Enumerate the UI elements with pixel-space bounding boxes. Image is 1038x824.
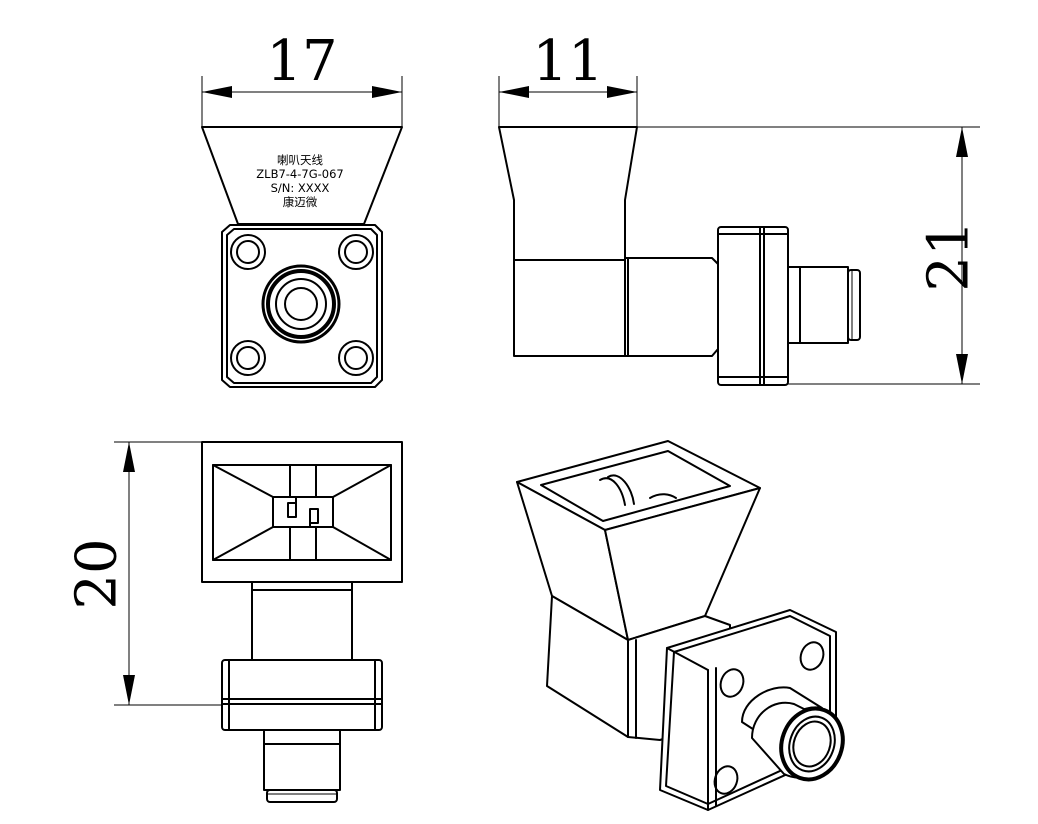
horn-side [498, 126, 638, 261]
label-line-3: S/N: XXXX [271, 181, 330, 195]
label-line-1: 喇叭天线 [277, 153, 323, 167]
connector-iso [741, 686, 845, 782]
dimension-height-top: 20 [65, 441, 222, 706]
dimension-20-text: 20 [65, 538, 130, 609]
neck-top [251, 581, 353, 661]
product-label: 喇叭天线 ZLB7-4-7G-067 S/N: XXXX 康迈微 [256, 153, 343, 209]
top-view: 20 [65, 441, 403, 803]
connector-front [261, 264, 341, 344]
neck-side [624, 257, 719, 357]
connector-body-side [787, 266, 849, 344]
flange-plate [221, 224, 383, 388]
horn-inner-opening [540, 450, 731, 522]
waveguide-block-side [513, 259, 626, 357]
label-line-2: ZLB7-4-7G-067 [256, 167, 343, 181]
front-view: 17 喇叭天线 ZLB7-4-7G-067 S/N: XXXX 康迈微 [201, 29, 403, 388]
connector-top [263, 729, 341, 791]
flange-side [717, 226, 789, 386]
side-view: 11 21 [498, 29, 982, 386]
dimension-11-text: 11 [532, 29, 603, 94]
isometric-view [516, 440, 845, 811]
label-line-4: 康迈微 [283, 195, 318, 209]
dimension-21-text: 21 [917, 220, 982, 291]
dimension-width-front: 17 [201, 29, 403, 128]
dimension-17-text: 17 [266, 29, 337, 94]
dimension-width-side: 11 [498, 29, 638, 128]
screw-holes [230, 234, 374, 376]
dimension-height-side: 21 [637, 126, 982, 385]
flange-top [221, 659, 383, 731]
